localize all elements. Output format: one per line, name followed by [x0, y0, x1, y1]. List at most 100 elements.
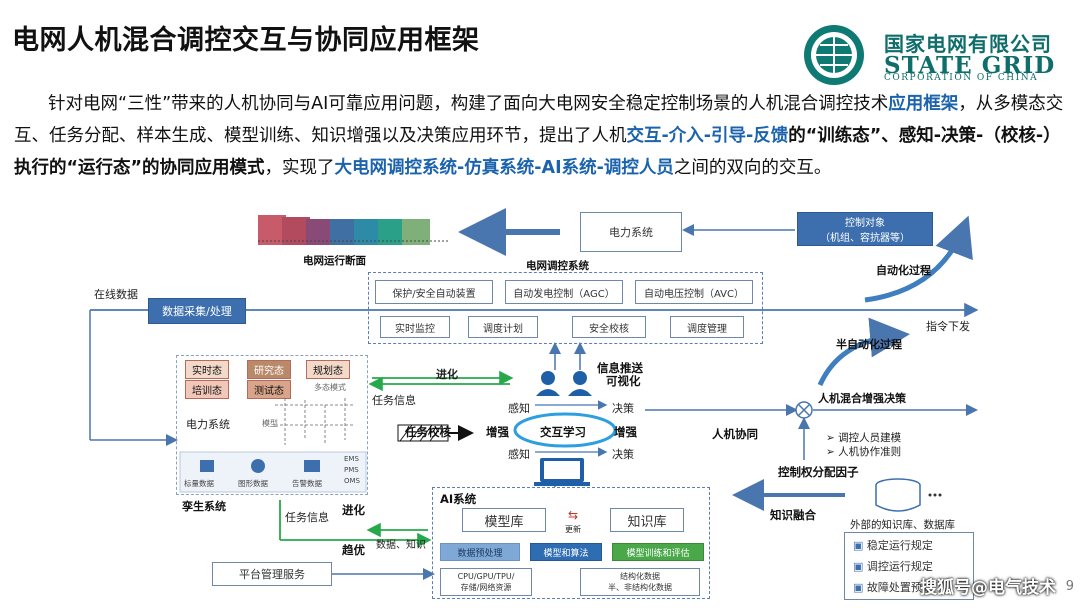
dispatch-item-security: 安全校核 — [572, 316, 646, 338]
command-issue-label: 指令下发 — [926, 320, 970, 333]
model-lib-box: 模型库 — [462, 508, 546, 532]
adjust-personnel-text: 调控人员建模 — [838, 432, 902, 444]
intro-seg1: 针对电网“三性”带来的人机协同与AI可靠应用问题，构建了面向大电网安全稳定控制场… — [48, 94, 889, 114]
state-grid-logo — [796, 20, 1066, 88]
update-label: 更新 — [565, 525, 581, 534]
power-system-box: 电力系统 — [580, 212, 682, 252]
knowledge-lib-box: 知识库 — [610, 508, 684, 532]
twin-system-group — [176, 355, 368, 495]
logo-english-name: STATE GRID — [884, 52, 1056, 79]
kb-item-3-text: 故障处置预案 — [866, 580, 933, 594]
watermark: 搜狐号@电气技术 — [920, 578, 1056, 598]
auto-process-label: 自动化过程 — [876, 264, 931, 277]
ai-resource-line1: CPU/GPU/TPU/ — [457, 572, 515, 581]
ai-system-group — [432, 487, 710, 599]
task-info-bottom-label: 任务信息 — [285, 511, 329, 524]
dispatch-system-label: 电网调控系统 — [526, 260, 589, 272]
collab-rule-label: ➢ 人机协作准则 — [826, 446, 902, 458]
dispatch-item-protection: 保护/安全自动装置 — [375, 280, 493, 304]
ai-data-line1: 结构化数据 — [620, 572, 660, 581]
twin-oms: OMS — [344, 477, 360, 485]
twin-tag-planning: 规划态 — [306, 360, 350, 379]
kb-list: ▣ 稳定运行规定 ▣ 调控运行规定 ▣ 故障处置预案 — [844, 532, 974, 600]
intro-seg2: 应用框架 — [888, 94, 959, 114]
page-number: 9 — [1065, 579, 1074, 594]
dispatch-item-avc: 自动电压控制（AVC） — [635, 280, 753, 304]
twin-multistate-label: 多态模式 — [314, 383, 346, 392]
info-push-label-1: 信息推送 — [597, 361, 643, 375]
ai-resource-line2: 存储/网络资源 — [460, 583, 512, 592]
intro-seg8: 之间的双向的交互。 — [673, 158, 832, 178]
semi-auto-label: 半自动化过程 — [836, 338, 902, 351]
ai-bar-preprocess: 数据预处理 — [440, 543, 520, 561]
page-title: 电网人机混合调控交互与协同应用框架 — [12, 25, 480, 56]
grid-snapshot-strip — [258, 215, 448, 247]
enhance-left-label: 增强 — [486, 425, 509, 439]
adjust-personnel-label: ➢ 调控人员建模 — [826, 432, 902, 444]
twin-tag-research: 研究态 — [247, 360, 291, 379]
twin-tag-test: 测试态 — [247, 380, 291, 399]
kb-item-1: ▣ 稳定运行规定 — [853, 538, 933, 552]
task-info-top-label: 任务信息 — [372, 394, 416, 407]
dispatch-system-group — [368, 272, 763, 344]
update-icon: ⇆ — [568, 508, 579, 522]
dispatch-item-management: 调度管理 — [670, 316, 744, 338]
external-kb-label: 外部的知识库、数据库 — [850, 519, 955, 531]
dispatch-item-monitor: 实时监控 — [380, 316, 450, 338]
collab-rule-text: 人机协作准则 — [838, 446, 902, 458]
kb-item-2-text: 调控运行规定 — [866, 559, 933, 573]
data-collection-box: 数据采集/处理 — [148, 298, 246, 324]
twin-system-label: 孪生系统 — [182, 500, 226, 513]
intro-paragraph: 针对电网“三性”带来的人机协同与AI可靠应用问题，构建了面向大电网安全稳定控制场… — [14, 88, 1070, 184]
ai-bar-training: 模型训练和评估 — [612, 543, 704, 561]
kb-item-3: ▣ 故障处置预案 — [853, 580, 933, 594]
twin-tag-realtime: 实时态 — [185, 360, 229, 379]
logo-chinese-name: 国家电网有限公司 — [884, 32, 1052, 56]
intro-seg4: 交互-介入-引导-反馈 — [626, 126, 789, 146]
hm-collab-label: 人机协同 — [712, 427, 758, 441]
info-push-label-2: 可视化 — [606, 374, 641, 388]
dispatch-item-schedule: 调度计划 — [468, 316, 538, 338]
twin-pms: PMS — [344, 466, 359, 474]
ai-system-label: AI系统 — [440, 492, 477, 506]
twin-model-label: 模型 — [262, 419, 278, 428]
hm-decision-label: 人机混合增强决策 — [818, 392, 906, 405]
data-knowledge-label: 数据、知识 — [376, 540, 426, 551]
twin-graph-data: 图形数据 — [238, 479, 268, 488]
intro-seg6: ，实现了 — [264, 158, 335, 178]
kb-item-2: ▣ 调控运行规定 — [853, 559, 933, 573]
twin-power-label: 电力系统 — [186, 418, 230, 431]
platform-box: 平台管理服务 — [212, 562, 332, 586]
control-factor-label: 控制权分配因子 — [778, 465, 859, 479]
decide-top-label: 决策 — [612, 402, 634, 415]
evolve-top-label: 进化 — [436, 368, 458, 381]
twin-tag-training: 培训态 — [185, 380, 229, 399]
state-grid-emblem-icon — [804, 25, 864, 85]
ai-bar-algorithm: 模型和算法 — [530, 543, 602, 561]
optimize-label: 趋优 — [342, 543, 365, 557]
twin-scalar-data: 标量数据 — [184, 479, 214, 488]
online-data-label: 在线数据 — [94, 288, 138, 301]
knowledge-fusion-label: 知识融合 — [770, 508, 816, 522]
control-object-title: 控制对象 — [845, 218, 885, 229]
kb-item-1-text: 稳定运行规定 — [866, 538, 933, 552]
evolve-bottom-label: 进化 — [342, 503, 365, 517]
grid-snapshot-label: 电网运行断面 — [303, 255, 366, 267]
ai-resource-box: CPU/GPU/TPU/ 存储/网络资源 — [440, 568, 532, 596]
intro-seg3: ，从多模态交互、任务分配、样本生成、模型训练、知识增强以及决策应用环节，提出了人… — [14, 94, 1064, 146]
ai-data-box: 结构化数据 半、非结构化数据 — [580, 568, 700, 596]
decide-bottom-label: 决策 — [612, 448, 634, 461]
dispatch-item-agc: 自动发电控制（AGC） — [505, 280, 623, 304]
logo-english-sub: CORPORATION OF CHINA — [884, 73, 1039, 83]
interactive-learning-label: 交互学习 — [540, 425, 586, 439]
grid-snapshot-graphic — [258, 215, 448, 245]
control-object-box: 控制对象 （机组、容抗器等） — [797, 212, 933, 246]
enhance-right-label: 增强 — [614, 425, 637, 439]
twin-ems: EMS — [344, 455, 359, 463]
task-check-label: 任务校核 — [405, 425, 451, 439]
perceive-top-label: 感知 — [508, 402, 530, 415]
intro-seg7: 大电网调控系统-仿真系统-AI系统-调控人员 — [334, 158, 674, 178]
